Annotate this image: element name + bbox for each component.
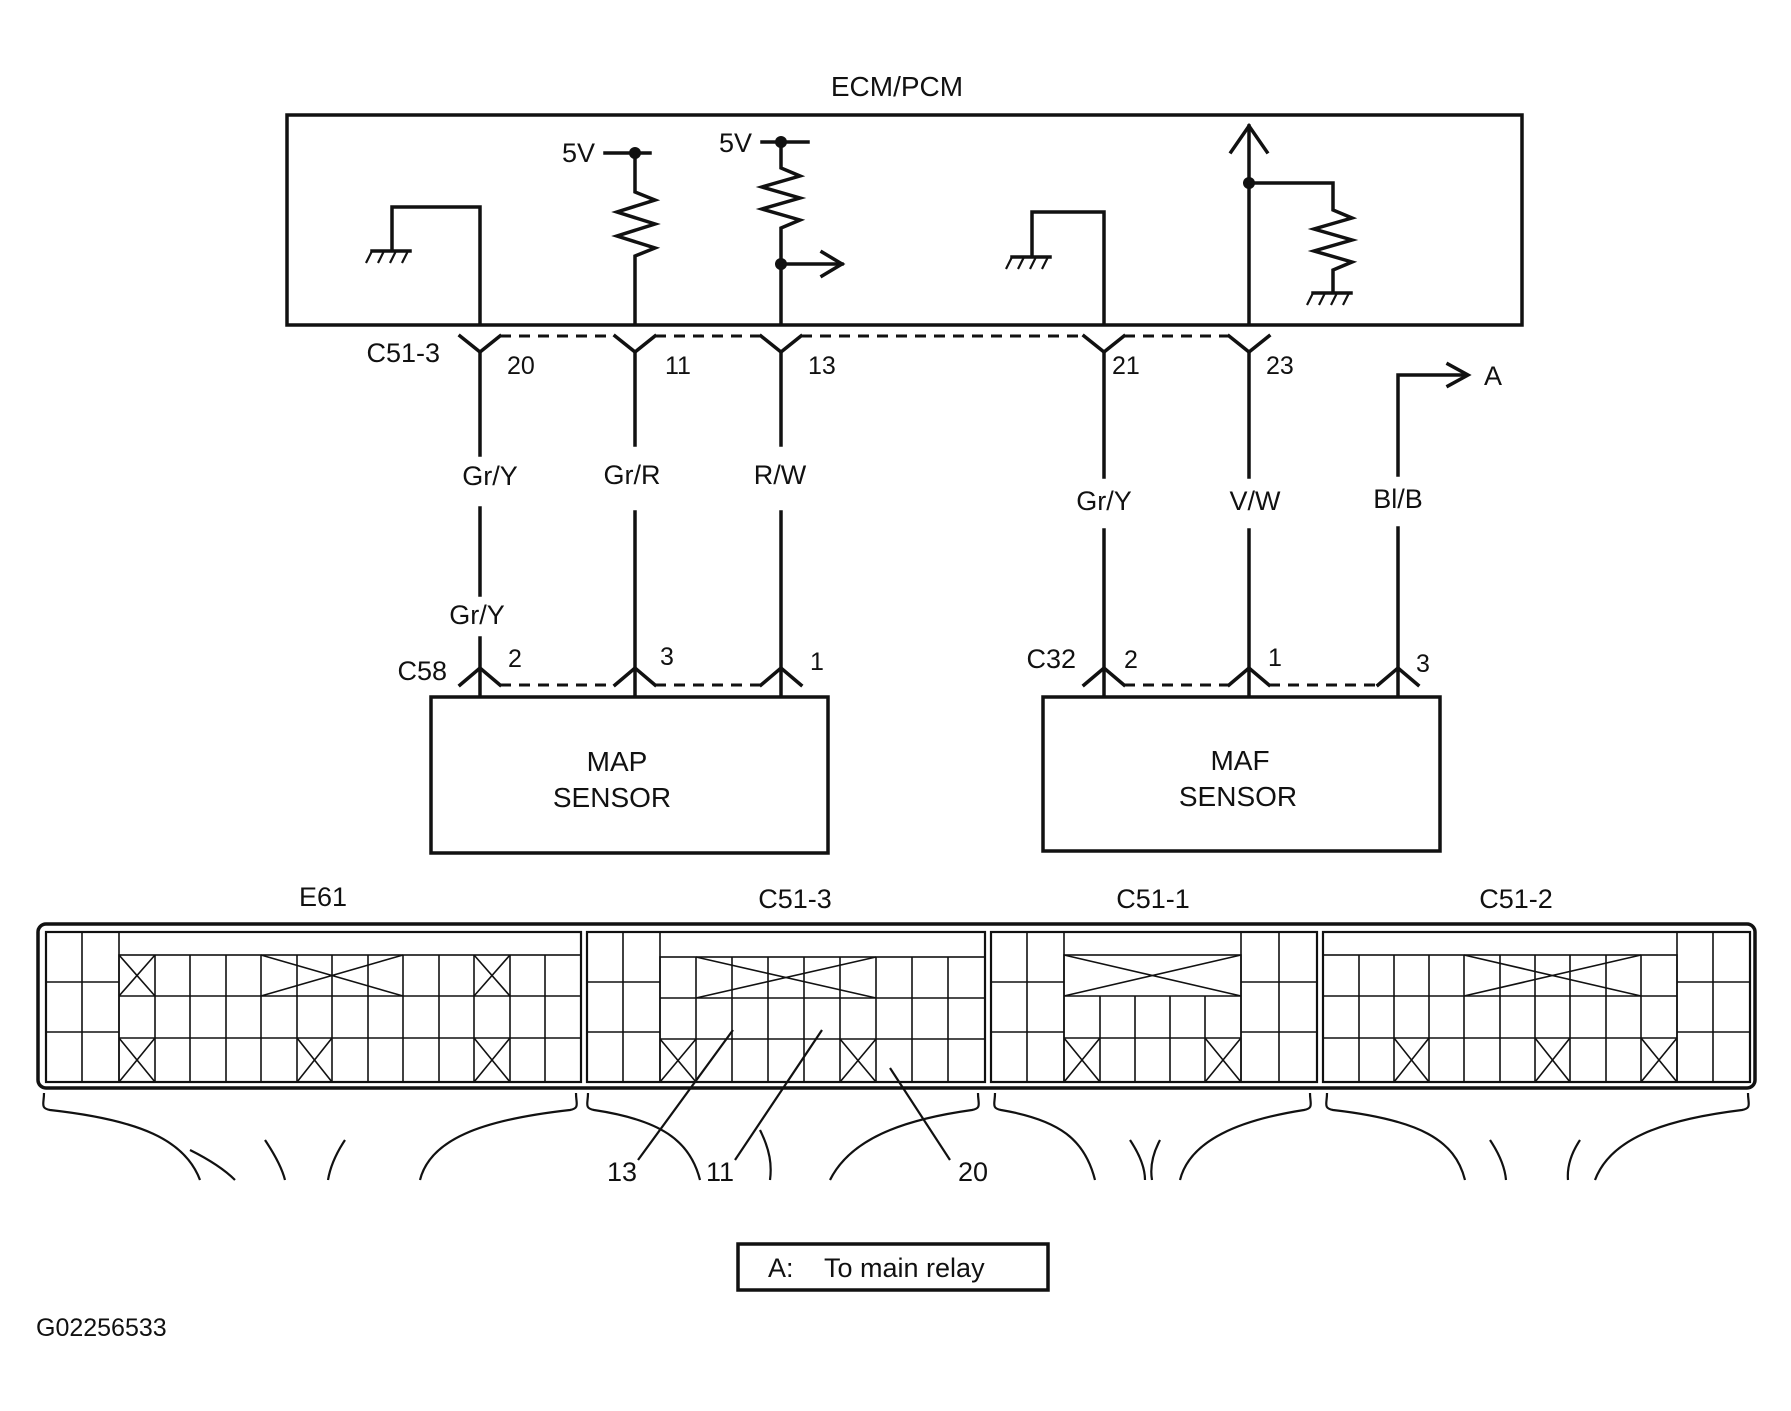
arrow-right-icon xyxy=(1445,361,1472,389)
maf-sensor: MAF SENSOR xyxy=(1041,695,1442,853)
ecm-signal-circuit-23 xyxy=(1228,122,1359,324)
maf-sensor-line1: MAF xyxy=(1210,745,1269,776)
callout-leader-20 xyxy=(889,1067,951,1161)
c32-pin-2: 2 xyxy=(1124,646,1138,674)
map-sensor-line2: SENSOR xyxy=(553,782,671,813)
connector-c58-row: C58 2 3 1 xyxy=(397,643,824,688)
connector-face-e61 xyxy=(44,930,583,1084)
resistor-icon xyxy=(755,140,807,324)
callout-leader-13 xyxy=(637,1029,734,1161)
connector-c58-label: C58 xyxy=(397,656,447,686)
connector-c32-label: C32 xyxy=(1026,644,1076,674)
c58-pin-2: 2 xyxy=(508,645,522,673)
connector-c51-3-row: C51-3 20 11 13 21 23 xyxy=(366,333,1294,380)
supply-5v-label-1: 5V xyxy=(562,138,595,168)
wire-label-map-ground: Gr/Y xyxy=(462,461,518,491)
face-label-c51-3: C51-3 xyxy=(758,884,832,914)
face-label-e61: E61 xyxy=(299,882,347,912)
legend-box: A: To main relay xyxy=(736,1242,1050,1292)
c51-3-pin-21: 21 xyxy=(1112,352,1140,380)
connector-face-c51-2 xyxy=(1321,930,1752,1084)
maf-sensor-line2: SENSOR xyxy=(1179,781,1297,812)
wire-maf-power-upper xyxy=(1396,373,1468,477)
resistor-icon xyxy=(611,151,661,324)
connector-face-c51-3 xyxy=(585,930,987,1084)
c51-3-pin-11: 11 xyxy=(665,352,691,380)
wire-label-maf-power: Bl/B xyxy=(1373,484,1423,514)
resistor-icon xyxy=(1247,181,1359,294)
arrow-up-icon xyxy=(1228,122,1270,155)
wire-label-maf-ground: Gr/Y xyxy=(1076,486,1132,516)
c32-pin-1: 1 xyxy=(1268,644,1282,672)
wire-label-maf-signal: V/W xyxy=(1230,486,1282,516)
c58-pin-1: 1 xyxy=(810,648,824,676)
ecm-ground-circuit-21 xyxy=(1005,210,1106,324)
arrow-right-icon xyxy=(819,249,846,279)
wire-label-map-ground-lower: Gr/Y xyxy=(449,600,505,630)
c51-3-pin-23: 23 xyxy=(1266,352,1294,380)
c51-3-pin-20: 20 xyxy=(507,352,535,380)
connector-c51-3-label: C51-3 xyxy=(366,338,440,368)
callout-20: 20 xyxy=(958,1157,988,1187)
supply-5v-label-2: 5V xyxy=(719,128,752,158)
connector-face-c51-1 xyxy=(989,930,1319,1084)
c32-pin-3: 3 xyxy=(1416,650,1430,678)
callout-13: 13 xyxy=(607,1157,637,1187)
ecm-title: ECM/PCM xyxy=(831,71,963,102)
ecm-box xyxy=(285,113,1524,327)
c51-3-pin-13: 13 xyxy=(808,352,836,380)
connector-c32-row: C32 2 1 3 xyxy=(1026,644,1430,688)
harness-brackets xyxy=(42,1092,1750,1181)
map-sensor-line1: MAP xyxy=(587,746,648,777)
legend-key: A: xyxy=(768,1253,794,1283)
map-sensor: MAP SENSOR xyxy=(429,695,830,855)
figure-id: G02256533 xyxy=(36,1314,167,1342)
wire-label-map-signal: Gr/R xyxy=(604,460,661,490)
legend-text: To main relay xyxy=(824,1253,985,1283)
wire-label-map-supply: R/W xyxy=(754,460,807,490)
callout-leader-11 xyxy=(734,1029,823,1161)
ecm-ground-circuit-20 xyxy=(365,205,482,324)
relay-marker-a: A xyxy=(1484,361,1502,391)
pin-callouts: 13 11 20 xyxy=(607,1029,988,1187)
ecm-5v-pullup-11: 5V xyxy=(562,138,661,324)
callout-11: 11 xyxy=(706,1157,734,1187)
connector-face-housing xyxy=(36,922,1757,1090)
face-label-c51-2: C51-2 xyxy=(1479,884,1553,914)
c58-pin-3: 3 xyxy=(660,643,674,671)
face-label-c51-1: C51-1 xyxy=(1116,884,1190,914)
ecm-5v-pullup-13: 5V xyxy=(719,128,846,324)
